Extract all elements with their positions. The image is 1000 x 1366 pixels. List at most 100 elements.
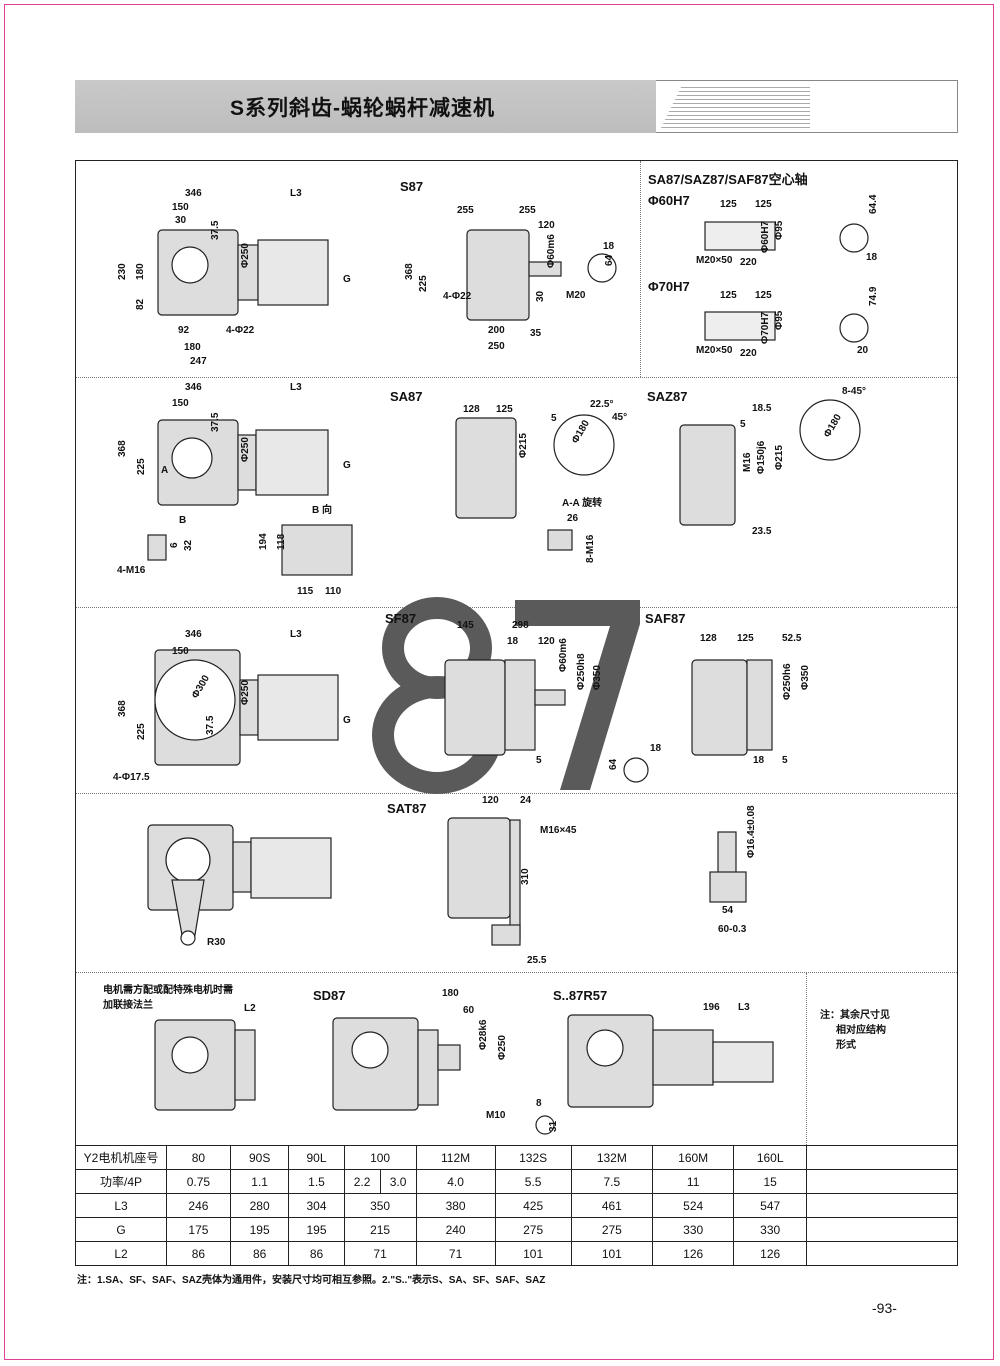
s87-dimension-label: 18 (603, 241, 615, 252)
s87-dimension-label: 225 (418, 275, 429, 292)
sf87-dimension-label: 225 (136, 723, 147, 740)
sf87-dimension-label: 37.5 (205, 715, 216, 735)
sf87-dimension-label: 346 (185, 629, 202, 640)
row-header: L3 (75, 1193, 167, 1218)
side-note-line1: 注：其余尺寸见 (820, 1010, 890, 1021)
sa87-dimension-label: 8-M16 (585, 534, 596, 563)
s87-dimension-label: 4-Φ22 (226, 325, 255, 336)
sa87-dimension-label: 6 (169, 542, 180, 548)
table-cell: 126 (733, 1241, 807, 1266)
table-cell: 304 (288, 1193, 345, 1218)
saf87-dimension-label: 52.5 (782, 633, 802, 644)
hollow-shaft-70-label: Φ70H7 (648, 279, 690, 294)
sat87-dimension-label: Φ16.4±0.08 (746, 805, 757, 858)
sat87-dimension-label: R30 (207, 937, 226, 948)
hollow-shaft-60-label: Φ60H7 (648, 193, 690, 208)
sa87-dimension-label: 110 (325, 586, 342, 597)
s87-dimension-label: 180 (184, 342, 201, 353)
table-cell: 71 (343, 1241, 417, 1266)
saz87-dimension-label: Φ215 (774, 445, 785, 470)
table-cell: 126 (651, 1241, 735, 1266)
sf87-dimension-label: G (343, 715, 351, 726)
s87-dimension-label: 255 (457, 205, 474, 216)
sd87-dimension-label: Φ28k6 (478, 1019, 489, 1050)
sa87-dimension-label: 368 (117, 440, 128, 457)
s87-dimension-label: 35 (530, 328, 542, 339)
s87-dimension-label: 346 (185, 188, 202, 199)
sa87-dimension-label: 26 (567, 513, 579, 524)
s87-dimension-label: 37.5 (210, 220, 221, 240)
table-cell: 330 (733, 1217, 807, 1242)
table-cell: 246 (166, 1193, 231, 1218)
divider (76, 972, 957, 973)
table-cell: 80 (166, 1145, 231, 1170)
table-row: G 175 195 195 215 240 275 275 330 330 (75, 1217, 958, 1242)
s87-dimension-label: 120 (538, 220, 555, 231)
sa87-dimension-label: 346 (185, 382, 202, 393)
table-cell: 547 (733, 1193, 807, 1218)
s87-dimension-label: 247 (190, 356, 207, 367)
table-row: L2 86 86 86 71 71 101 101 126 126 (75, 1241, 958, 1266)
table-row: 功率/4P 0.75 1.1 1.5 2.2 3.0 4.0 5.5 7.5 1… (75, 1169, 958, 1194)
table-cell: 175 (166, 1217, 231, 1242)
s87-dimension-label: 200 (488, 325, 505, 336)
sa87-dimension-label: 37.5 (210, 412, 221, 432)
divider (76, 377, 957, 378)
table-cell: 90L (288, 1145, 345, 1170)
sf87-dimension-label: 298 (512, 620, 529, 631)
sa87-dimension-label: B 向 (312, 505, 332, 516)
saz87-dimension-label: 18.5 (752, 403, 772, 414)
table-cell-empty (806, 1169, 958, 1194)
saz87-dimension-label: Φ150j6 (756, 440, 767, 474)
table-cell: 425 (494, 1193, 572, 1218)
table-row: Y2电机机座号 80 90S 90L 100 112M 132S 132M 16… (75, 1145, 958, 1170)
s87-dimension-label: M20 (566, 290, 586, 301)
sa87-dimension-label: G (343, 460, 351, 471)
hollow-dimension-label: 18 (866, 252, 878, 263)
table-cell: 240 (415, 1217, 496, 1242)
hollow-dimension-label: 74.9 (868, 286, 879, 306)
flange-note-line2: 加联接法兰 (103, 1000, 153, 1011)
hollow-dimension-label: 220 (740, 348, 757, 359)
table-cell-empty (806, 1217, 958, 1242)
sa87-title: SA87 (390, 389, 423, 404)
sd87-dimension-label: Φ250 (497, 1035, 508, 1060)
table-cell: 15 (733, 1169, 807, 1194)
table-cell: 112M (415, 1145, 496, 1170)
page-title: S系列斜齿-蜗轮蜗杆减速机 (230, 97, 495, 120)
sat87-dimension-label: 24 (520, 795, 532, 806)
sf87-dimension-label: 120 (538, 636, 555, 647)
hollow-dimension-label: M20×50 (696, 255, 733, 266)
s87-dimension-label: L3 (290, 188, 302, 199)
sat87-dimension-label: 120 (482, 795, 499, 806)
table-cell: 71 (415, 1241, 496, 1266)
table-cell: 0.75 (166, 1169, 231, 1194)
hollow-dimension-label: 125 (755, 290, 772, 301)
divider (806, 973, 807, 1145)
sat87-dimension-label: 54 (722, 905, 734, 916)
hollow-dimension-label: 220 (740, 257, 757, 268)
hollow-dimension-label: Φ70H7 (760, 311, 771, 344)
table-cell: 275 (570, 1217, 654, 1242)
row-header: 功率/4P (75, 1169, 167, 1194)
page-border (4, 4, 994, 1360)
table-cell: 2.2 (343, 1169, 381, 1194)
hollow-dimension-label: Φ95 (774, 310, 785, 330)
sat87-dimension-label: 25.5 (527, 955, 547, 966)
saz87-dimension-label: 5 (740, 419, 746, 430)
table-cell: 160L (733, 1145, 807, 1170)
saz87-dimension-label: 8-45° (842, 386, 867, 397)
table-cell: 3.0 (379, 1169, 417, 1194)
sa87-dimension-label: A (161, 465, 169, 476)
hollow-dimension-label: 125 (720, 290, 737, 301)
sf87-title: SF87 (385, 611, 417, 626)
s87-dimension-label: 368 (404, 263, 415, 280)
s87-dimension-label: 250 (488, 341, 505, 352)
table-cell: 101 (494, 1241, 572, 1266)
row-header: L2 (75, 1241, 167, 1266)
table-cell: 4.0 (415, 1169, 496, 1194)
s87-dimension-label: 64 (604, 254, 615, 266)
table-cell: 280 (229, 1193, 290, 1218)
saf87-title: SAF87 (645, 611, 686, 626)
hollow-dimension-label: 125 (720, 199, 737, 210)
